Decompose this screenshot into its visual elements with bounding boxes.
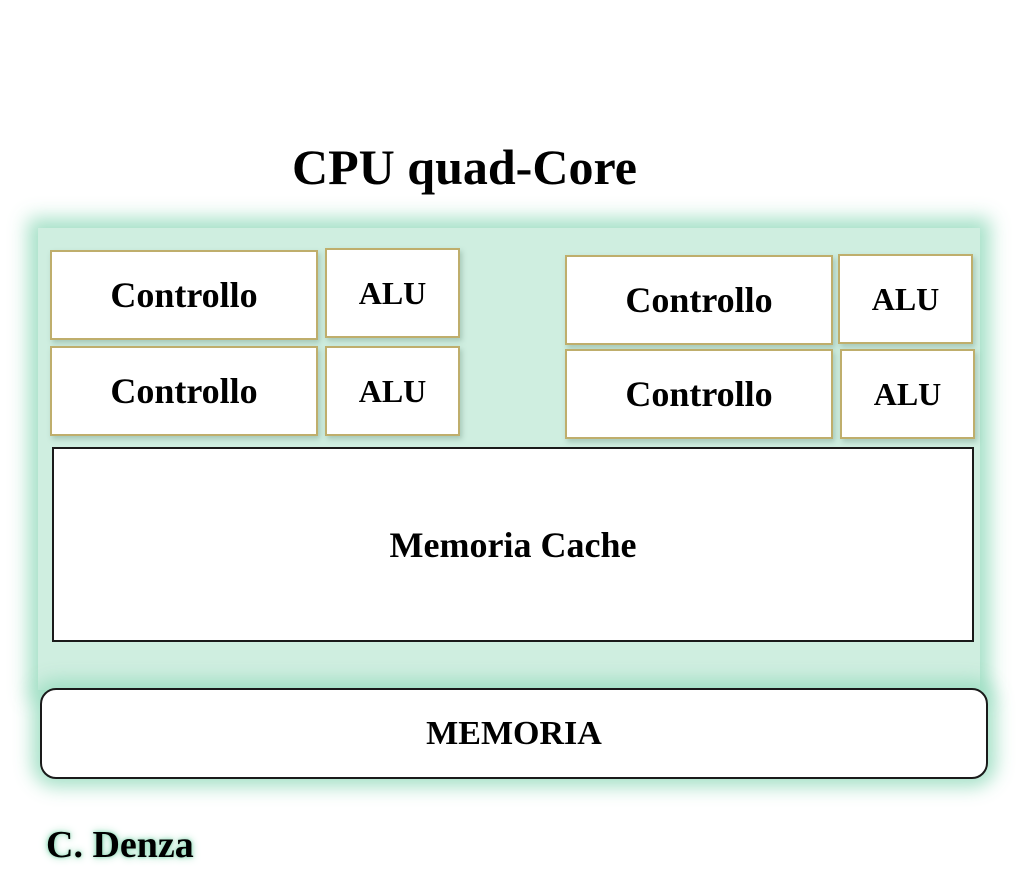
core-1-control-unit: Controllo [50, 250, 318, 340]
cache-memory-block: Memoria Cache [52, 447, 974, 642]
core-4-alu: ALU [840, 349, 975, 439]
diagram-title: CPU quad-Core [292, 139, 637, 195]
core-4-control-unit: Controllo [565, 349, 833, 439]
core-1-alu: ALU [325, 248, 460, 338]
main-memory-block: MEMORIA [40, 688, 988, 779]
core-3-alu: ALU [838, 254, 973, 344]
core-2-alu: ALU [325, 346, 460, 436]
core-3-control-unit: Controllo [565, 255, 833, 345]
core-2-control-unit: Controllo [50, 346, 318, 436]
author-credit: C. Denza [46, 824, 194, 866]
